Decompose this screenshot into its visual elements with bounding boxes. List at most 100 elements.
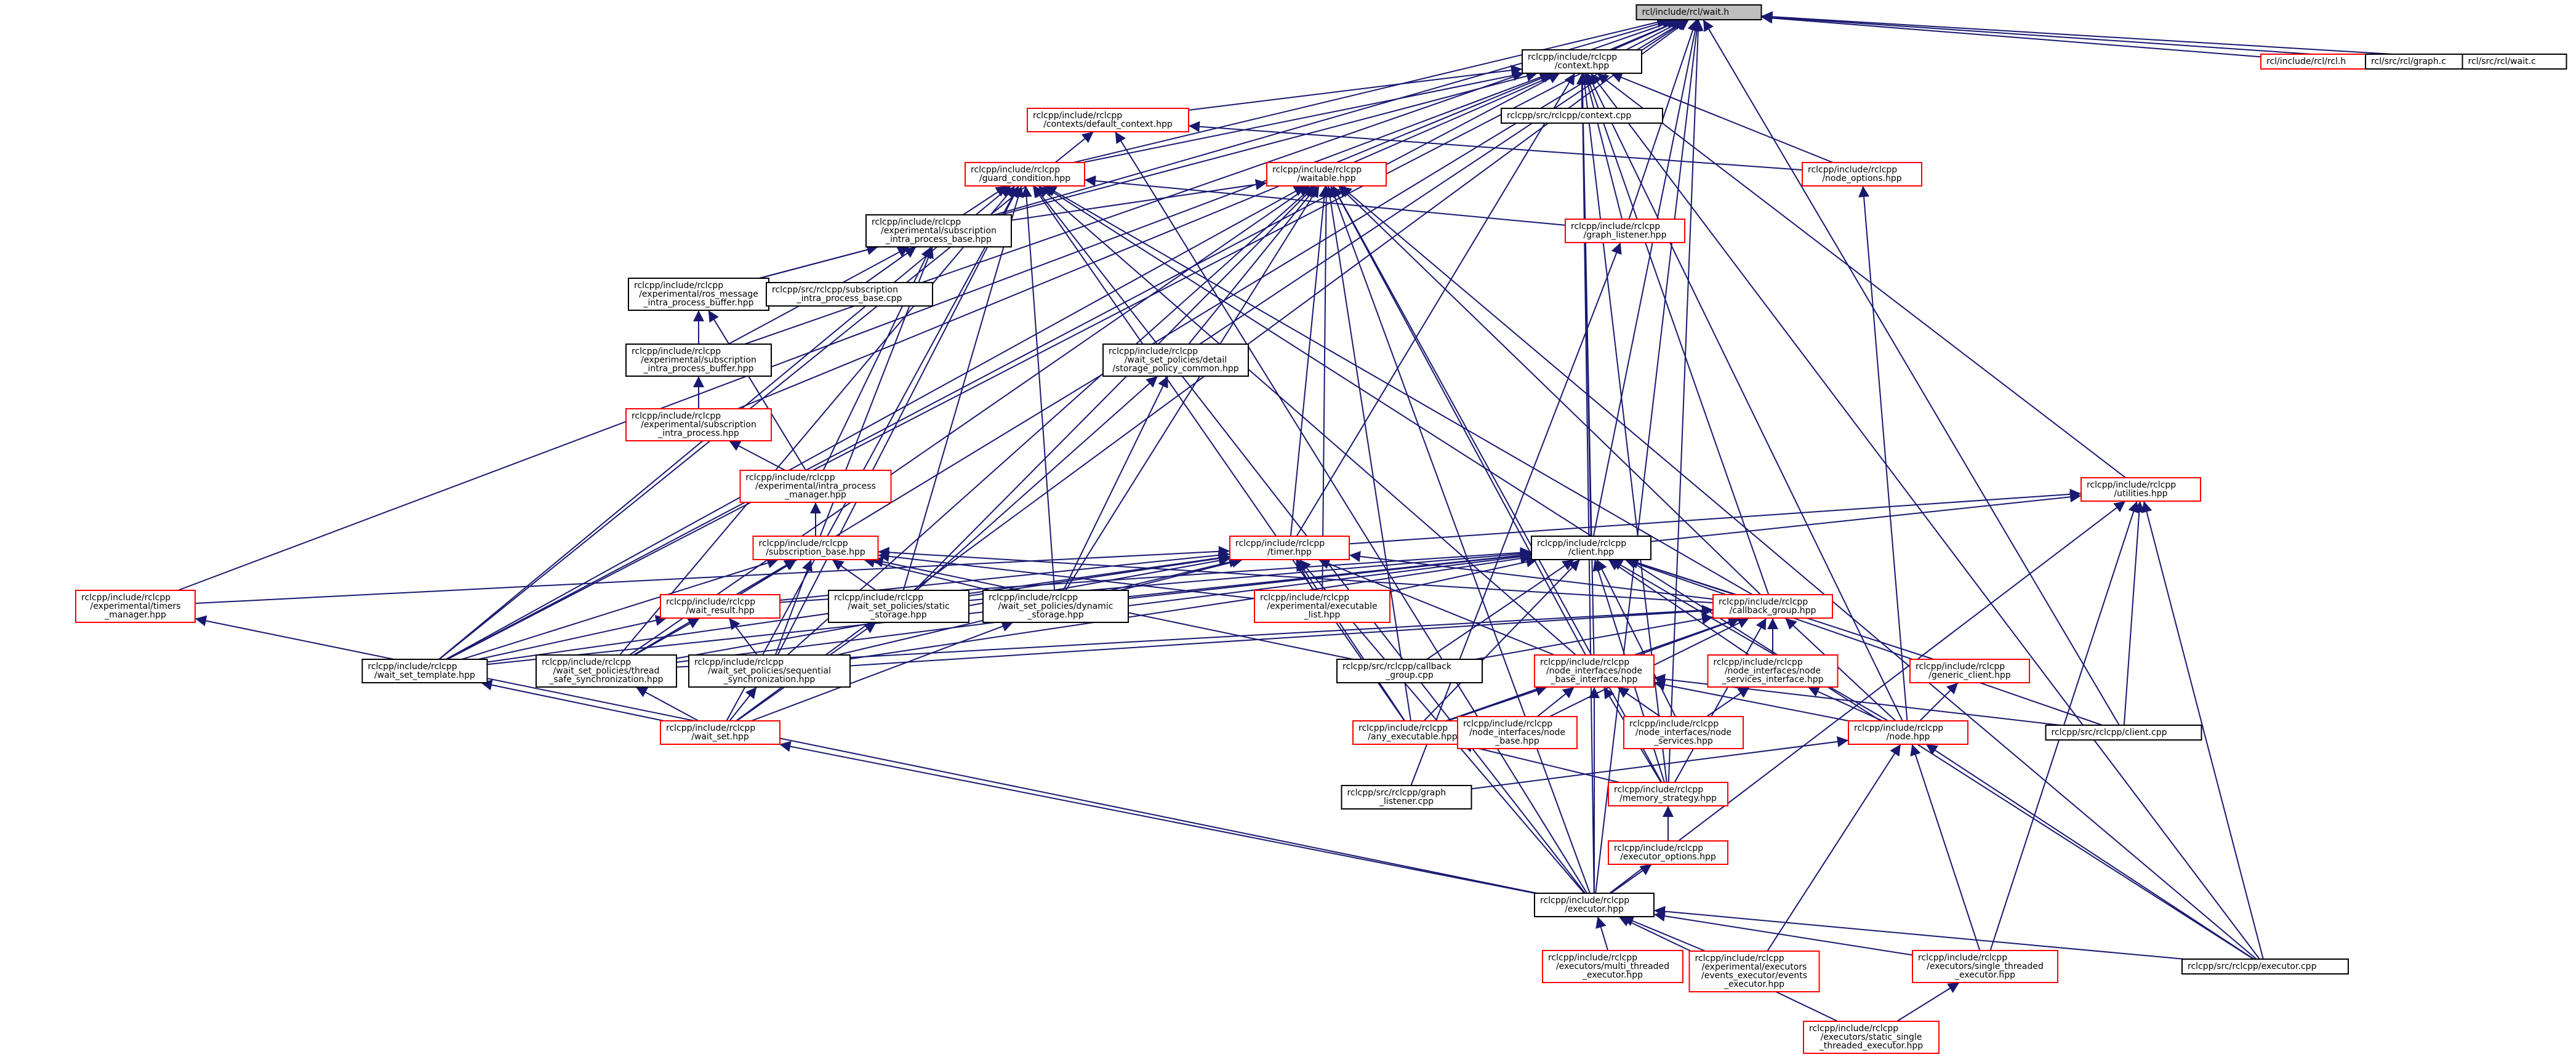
node-ros-msg-buffer[interactable]: rclcpp/include/rclcpp/experimental/ros_m… bbox=[628, 278, 769, 311]
node-label-line: _intra_process_base.hpp bbox=[885, 235, 992, 244]
node-wait-h[interactable]: rcl/include/rcl/wait.h bbox=[1635, 4, 1762, 20]
node-label-line: _intra_process_base.cpp bbox=[796, 294, 902, 303]
node-sub-intra-base-cpp[interactable]: rclcpp/src/rclcpp/subscription_intra_pro… bbox=[766, 282, 933, 307]
node-waitable[interactable]: rclcpp/include/rclcpp/waitable.hpp bbox=[1266, 162, 1387, 187]
node-label-line: _intra_process_buffer.hpp bbox=[643, 364, 754, 374]
node-events-executor[interactable]: rclcpp/include/rclcpp/experimental/execu… bbox=[1688, 950, 1820, 992]
edge-client-hpp-to-callback-group-cpp bbox=[1426, 559, 1575, 660]
node-timers-manager[interactable]: rclcpp/include/rclcpp/experimental/timer… bbox=[75, 590, 196, 623]
node-generic-client[interactable]: rclcpp/include/rclcpp/generic_client.hpp bbox=[1909, 659, 2030, 683]
node-any-executable[interactable]: rclcpp/include/rclcpp/any_executable.hpp bbox=[1352, 720, 1473, 745]
edge-subscription-base-to-dynamic-storage bbox=[863, 557, 990, 591]
node-callback-group-cpp[interactable]: rclcpp/src/rclcpp/callback_group.cpp bbox=[1336, 659, 1483, 683]
file-nodes: rcl/include/rcl/wait.h rcl/include/rcl/rc… bbox=[75, 4, 2567, 1054]
node-static-storage[interactable]: rclcpp/include/rclcpp/wait_set_policies/… bbox=[828, 590, 969, 623]
node-label-line: /wait_set_policies/thread bbox=[553, 666, 660, 676]
edge-utilities-to-client-hpp bbox=[1650, 491, 2082, 542]
node-label-line: /executors/multi_threaded bbox=[1556, 962, 1669, 971]
node-multi-threaded[interactable]: rclcpp/include/rclcpp/executors/multi_th… bbox=[1542, 950, 1683, 983]
edge-node-hpp-to-events-executor bbox=[1767, 744, 1901, 952]
edge-context-hpp-to-graph-listener-hpp bbox=[1582, 73, 1623, 220]
node-sub-intra-buffer[interactable]: rclcpp/include/rclcpp/experimental/subsc… bbox=[625, 344, 772, 377]
node-context-hpp[interactable]: rclcpp/include/rclcpp/context.hpp bbox=[1522, 49, 1642, 74]
node-sequential[interactable]: rclcpp/include/rclcpp/wait_set_policies/… bbox=[688, 654, 851, 688]
node-box bbox=[1336, 659, 1483, 683]
node-sub-intra[interactable]: rclcpp/include/rclcpp/experimental/subsc… bbox=[625, 408, 772, 441]
node-node-options[interactable]: rclcpp/include/rclcpp/node_options.hpp bbox=[1802, 162, 1922, 187]
node-node-services-if[interactable]: rclcpp/include/rclcpp/node_interfaces/no… bbox=[1707, 654, 1839, 688]
node-memory-strategy[interactable]: rclcpp/include/rclcpp/memory_strategy.hp… bbox=[1608, 782, 1728, 806]
node-label-line: /client.hpp bbox=[1568, 547, 1614, 557]
node-label-line: /callback_group.hpp bbox=[1730, 606, 1816, 616]
node-label-line: rclcpp/include/rclcpp bbox=[1918, 953, 2007, 963]
node-timer[interactable]: rclcpp/include/rclcpp/timer.hpp bbox=[1229, 536, 1350, 560]
edge-waitable-to-wait-set-template bbox=[446, 185, 1306, 660]
node-graph-listener-cpp[interactable]: rclcpp/src/rclcpp/graph_listener.cpp bbox=[1341, 785, 1472, 810]
node-box bbox=[1909, 659, 2030, 683]
node-label-line: _storage.hpp bbox=[1027, 610, 1083, 620]
edge-context-hpp-to-node-options bbox=[1610, 72, 1834, 163]
edge-guard-condition-to-static-storage bbox=[902, 185, 1024, 591]
node-node-base-if[interactable]: rclcpp/include/rclcpp/node_interfaces/no… bbox=[1534, 654, 1655, 688]
node-guard-condition[interactable]: rclcpp/include/rclcpp/guard_condition.hp… bbox=[965, 162, 1085, 187]
node-label-line: rclcpp/include/rclcpp bbox=[666, 723, 755, 733]
node-label-line: _manager.hpp bbox=[784, 490, 846, 500]
node-wait-set[interactable]: rclcpp/include/rclcpp/wait_set.hpp bbox=[660, 720, 780, 745]
node-graph-c[interactable]: rcl/src/rcl/graph.c bbox=[2365, 54, 2476, 70]
node-client-hpp[interactable]: rclcpp/include/rclcpp/client.hpp bbox=[1531, 536, 1651, 560]
node-wait-c[interactable]: rcl/src/rcl/wait.c bbox=[2462, 54, 2567, 70]
node-node-services[interactable]: rclcpp/include/rclcpp/node_interfaces/no… bbox=[1623, 716, 1744, 749]
node-wait-set-template[interactable]: rclcpp/include/rclcpp/wait_set_template.… bbox=[361, 659, 488, 683]
edge-guard-condition-to-graph-listener-hpp bbox=[1084, 175, 1566, 226]
node-default-context[interactable]: rclcpp/include/rclcpp/contexts/default_c… bbox=[1027, 108, 1189, 132]
node-thread-safe[interactable]: rclcpp/include/rclcpp/wait_set_policies/… bbox=[536, 654, 677, 688]
node-box bbox=[1102, 344, 1249, 377]
node-executor-cpp[interactable]: rclcpp/src/rclcpp/executor.cpp bbox=[2181, 959, 2349, 975]
edge-wait-h-to-rcl-h bbox=[1761, 12, 2261, 58]
edge-wait-result-to-sequential bbox=[728, 617, 758, 656]
node-intra-manager[interactable]: rclcpp/include/rclcpp/experimental/intra… bbox=[739, 470, 892, 503]
node-label-line: rclcpp/include/rclcpp bbox=[1033, 111, 1122, 121]
node-exec-list[interactable]: rclcpp/include/rclcpp/experimental/execu… bbox=[1254, 590, 1390, 623]
node-label-line: _base_interface.hpp bbox=[1551, 675, 1638, 685]
edge-node-hpp-to-executor-cpp bbox=[1925, 744, 2255, 960]
node-box bbox=[1608, 840, 1728, 865]
node-subscription-base[interactable]: rclcpp/include/rclcpp/subscription_base.… bbox=[752, 536, 879, 560]
edge-guard-condition-to-executor-cpp bbox=[1043, 185, 2254, 960]
node-node-base[interactable]: rclcpp/include/rclcpp/node_interfaces/no… bbox=[1457, 716, 1578, 749]
edge-thread-safe-to-wait-set bbox=[635, 686, 699, 721]
node-dynamic-storage[interactable]: rclcpp/include/rclcpp/wait_set_policies/… bbox=[982, 590, 1129, 623]
node-rcl-h[interactable]: rcl/include/rcl/rcl.h bbox=[2260, 54, 2381, 70]
edge-guard-condition-to-wait-set bbox=[726, 185, 1019, 721]
node-executor-options[interactable]: rclcpp/include/rclcpp/executor_options.h… bbox=[1608, 840, 1728, 865]
node-static-single[interactable]: rclcpp/include/rclcpp/executors/static_s… bbox=[1803, 1021, 1940, 1054]
node-callback-group-hpp[interactable]: rclcpp/include/rclcpp/callback_group.hpp bbox=[1712, 594, 1833, 619]
node-executor-hpp[interactable]: rclcpp/include/rclcpp/executor.hpp bbox=[1534, 893, 1655, 917]
node-box bbox=[1608, 782, 1728, 806]
node-sub-intra-base[interactable]: rclcpp/include/rclcpp/experimental/subsc… bbox=[865, 214, 1012, 247]
node-label-line: rclcpp/include/rclcpp bbox=[1809, 1024, 1898, 1034]
node-graph-listener-hpp[interactable]: rclcpp/include/rclcpp/graph_listener.hpp bbox=[1565, 219, 1685, 243]
node-box bbox=[660, 720, 780, 745]
node-label-line: rclcpp/include/rclcpp bbox=[1695, 954, 1784, 963]
node-client-cpp[interactable]: rclcpp/src/rclcpp/client.cpp bbox=[2045, 725, 2202, 741]
edge-client-hpp-to-sequential bbox=[849, 553, 1532, 660]
node-wait-result[interactable]: rclcpp/include/rclcpp/wait_result.hpp bbox=[660, 594, 780, 619]
edge-waitable-to-node-base-if bbox=[1332, 185, 1586, 656]
node-label-line: _list.hpp bbox=[1304, 610, 1341, 620]
node-box bbox=[361, 659, 488, 683]
node-storage-policy[interactable]: rclcpp/include/rclcpp/wait_set_policies/… bbox=[1102, 344, 1249, 377]
edge-wait-set-template-to-wait-set bbox=[480, 679, 665, 721]
node-node-hpp[interactable]: rclcpp/include/rclcpp/node.hpp bbox=[1848, 720, 1968, 745]
node-label-line: rclcpp/include/rclcpp bbox=[632, 347, 721, 356]
node-label-line: /graph_listener.hpp bbox=[1584, 230, 1667, 240]
node-label-line: rclcpp/include/rclcpp bbox=[694, 657, 784, 667]
node-box bbox=[1803, 1021, 1940, 1054]
node-single-threaded[interactable]: rclcpp/include/rclcpp/executors/single_t… bbox=[1912, 950, 2058, 983]
node-context-cpp[interactable]: rclcpp/src/rclcpp/context.cpp bbox=[1501, 108, 1663, 124]
node-label-line: rclcpp/include/rclcpp bbox=[1614, 843, 1703, 853]
node-utilities[interactable]: rclcpp/include/rclcpp/utilities.hpp bbox=[2080, 477, 2201, 502]
node-label-line: /wait_set_policies/dynamic bbox=[998, 601, 1113, 611]
node-label-line: /executor_options.hpp bbox=[1620, 852, 1716, 862]
